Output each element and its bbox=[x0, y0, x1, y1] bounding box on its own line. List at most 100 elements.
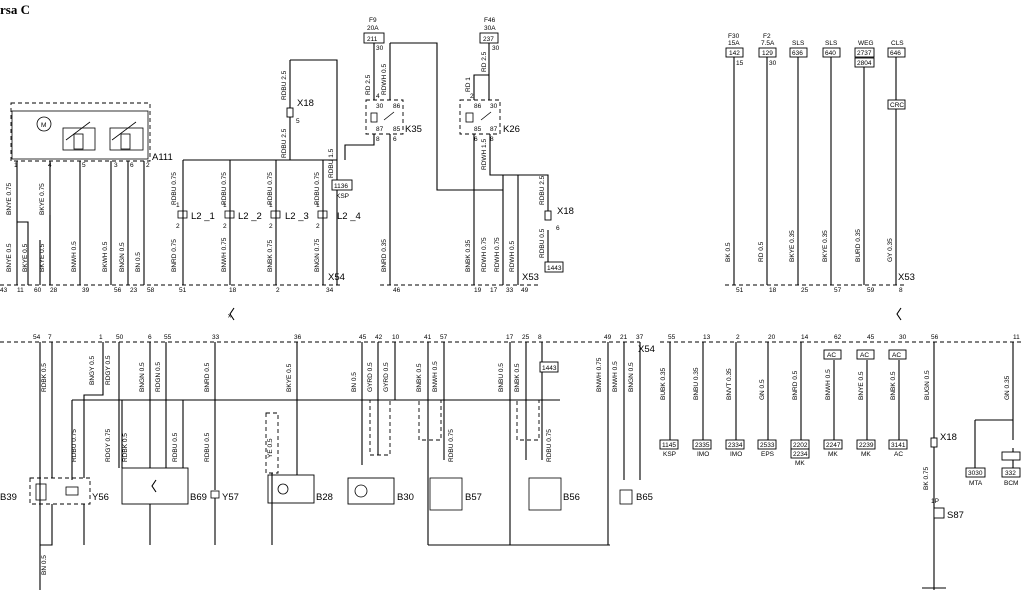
svg-text:BNBK 0.35: BNBK 0.35 bbox=[465, 239, 472, 272]
ref-number: 2804 bbox=[857, 60, 872, 67]
b57-sensor bbox=[429, 477, 463, 511]
svg-text:8: 8 bbox=[538, 334, 542, 341]
svg-text:36: 36 bbox=[294, 334, 302, 341]
svg-text:43: 43 bbox=[0, 287, 8, 294]
svg-text:BNYE 0.5: BNYE 0.5 bbox=[858, 371, 865, 400]
x18-feed-wire bbox=[289, 59, 338, 160]
svg-text:2247: 2247 bbox=[826, 442, 841, 449]
svg-text:L2 _1: L2 _1 bbox=[191, 211, 215, 222]
ref-1443: 1443 bbox=[547, 265, 562, 272]
pin: 30 bbox=[376, 103, 384, 110]
valve-icon bbox=[210, 490, 220, 499]
pin: 86 bbox=[393, 103, 401, 110]
svg-text:RDGY 0.5: RDGY 0.5 bbox=[105, 355, 112, 385]
relay-contact-icon bbox=[480, 111, 492, 121]
f9-wires bbox=[373, 42, 503, 191]
crc-label: CRC bbox=[890, 102, 904, 109]
ref-box bbox=[854, 47, 875, 58]
svg-text:51: 51 bbox=[736, 287, 744, 294]
pin: 1 bbox=[269, 202, 273, 209]
a111-outline bbox=[10, 102, 151, 162]
svg-text:BKYE 0.5: BKYE 0.5 bbox=[39, 243, 46, 272]
pin: 1P bbox=[931, 498, 939, 505]
svg-text:RDBU 0.75: RDBU 0.75 bbox=[221, 172, 228, 205]
svg-text:23: 23 bbox=[130, 287, 138, 294]
resistor-icon bbox=[35, 483, 47, 501]
valve-icon bbox=[65, 486, 79, 496]
svg-text:BNWH 0.75: BNWH 0.75 bbox=[596, 357, 603, 392]
fuse-name: F46 bbox=[484, 17, 496, 24]
fuse-number: 129 bbox=[762, 50, 773, 57]
svg-text:25: 25 bbox=[801, 287, 809, 294]
svg-text:21: 21 bbox=[620, 334, 628, 341]
pin: 1 bbox=[316, 202, 320, 209]
svg-text:1: 1 bbox=[99, 334, 103, 341]
svg-text:8: 8 bbox=[899, 287, 903, 294]
fuse-number: 237 bbox=[483, 36, 494, 43]
svg-text:17: 17 bbox=[490, 287, 498, 294]
svg-text:42: 42 bbox=[375, 334, 383, 341]
pin: 87 bbox=[490, 126, 498, 133]
a111-pin: 2 bbox=[146, 162, 150, 169]
svg-text:L2 _4: L2 _4 bbox=[337, 211, 361, 222]
pin: 4 bbox=[376, 93, 380, 100]
relay-contact-icon bbox=[383, 111, 395, 121]
svg-text:RD 0.5: RD 0.5 bbox=[758, 241, 765, 262]
ref-number: 636 bbox=[792, 50, 803, 57]
svg-text:BNGY 0.5: BNGY 0.5 bbox=[89, 355, 96, 385]
svg-text:34: 34 bbox=[326, 287, 334, 294]
svg-text:BK 0.75: BK 0.75 bbox=[923, 466, 930, 490]
svg-text:332: 332 bbox=[1005, 470, 1016, 477]
svg-text:28: 28 bbox=[50, 287, 58, 294]
fuse-rating: 15A bbox=[728, 40, 740, 47]
svg-text:RDBU 0.75: RDBU 0.75 bbox=[448, 429, 455, 462]
y56-wires bbox=[40, 504, 85, 546]
ref-name: CLS bbox=[891, 40, 904, 47]
svg-text:RDBU 0.5: RDBU 0.5 bbox=[172, 432, 179, 462]
svg-text:2202: 2202 bbox=[793, 442, 808, 449]
y56-label: Y56 bbox=[92, 492, 109, 503]
pin: 8 bbox=[490, 136, 494, 143]
ref-1443-box bbox=[544, 261, 564, 273]
x18-connector-icon bbox=[286, 107, 294, 118]
pin: 1 bbox=[223, 202, 227, 209]
bottom-wire-labels: RDBK 0.5 BNGY 0.5 RDGY 0.5 BNGN 0.5 RDGN… bbox=[41, 355, 1011, 575]
svg-text:IMO: IMO bbox=[730, 451, 742, 458]
ref-number: 640 bbox=[825, 50, 836, 57]
resistor-icon bbox=[120, 133, 131, 150]
svg-text:3030: 3030 bbox=[968, 470, 983, 477]
svg-text:55: 55 bbox=[164, 334, 172, 341]
svg-text:BNYE 0.75: BNYE 0.75 bbox=[6, 182, 13, 215]
pin: 2 bbox=[269, 223, 273, 230]
ref-number: 2737 bbox=[857, 50, 872, 57]
svg-text:RDWH 0.5: RDWH 0.5 bbox=[381, 64, 388, 95]
svg-text:39: 39 bbox=[82, 287, 90, 294]
svg-text:L2 _3: L2 _3 bbox=[285, 211, 309, 222]
k35-output-wires bbox=[344, 134, 391, 285]
svg-text:3141: 3141 bbox=[891, 442, 906, 449]
svg-text:BNWH 0.5: BNWH 0.5 bbox=[71, 241, 78, 272]
svg-text:RDWH 1.5: RDWH 1.5 bbox=[481, 139, 488, 170]
injector-l2-4: L2 _4 bbox=[317, 210, 361, 222]
svg-text:58: 58 bbox=[147, 287, 155, 294]
pin: 85 bbox=[393, 126, 401, 133]
svg-text:RD 1: RD 1 bbox=[465, 77, 472, 92]
x18-label: X18 bbox=[297, 98, 314, 109]
pin: 2 bbox=[316, 223, 320, 230]
svg-text:19: 19 bbox=[474, 287, 482, 294]
b30-label: B30 bbox=[397, 492, 414, 503]
relay-coil-icon bbox=[465, 112, 474, 123]
svg-text:56: 56 bbox=[114, 287, 122, 294]
b56-sensor bbox=[528, 477, 562, 511]
pin: 85 bbox=[474, 126, 482, 133]
svg-text:BN 0.5: BN 0.5 bbox=[41, 555, 48, 575]
pin: 6 bbox=[393, 136, 397, 143]
x53-label: X53 bbox=[522, 272, 539, 283]
a111-potentiometer-2 bbox=[109, 127, 144, 151]
svg-text:RDGY 0.75: RDGY 0.75 bbox=[105, 428, 112, 462]
svg-text:59: 59 bbox=[867, 287, 875, 294]
b57-label: B57 bbox=[465, 492, 482, 503]
pin: 30 bbox=[490, 103, 498, 110]
svg-text:GN 0.35: GN 0.35 bbox=[1004, 375, 1011, 400]
b30-box bbox=[347, 477, 395, 505]
